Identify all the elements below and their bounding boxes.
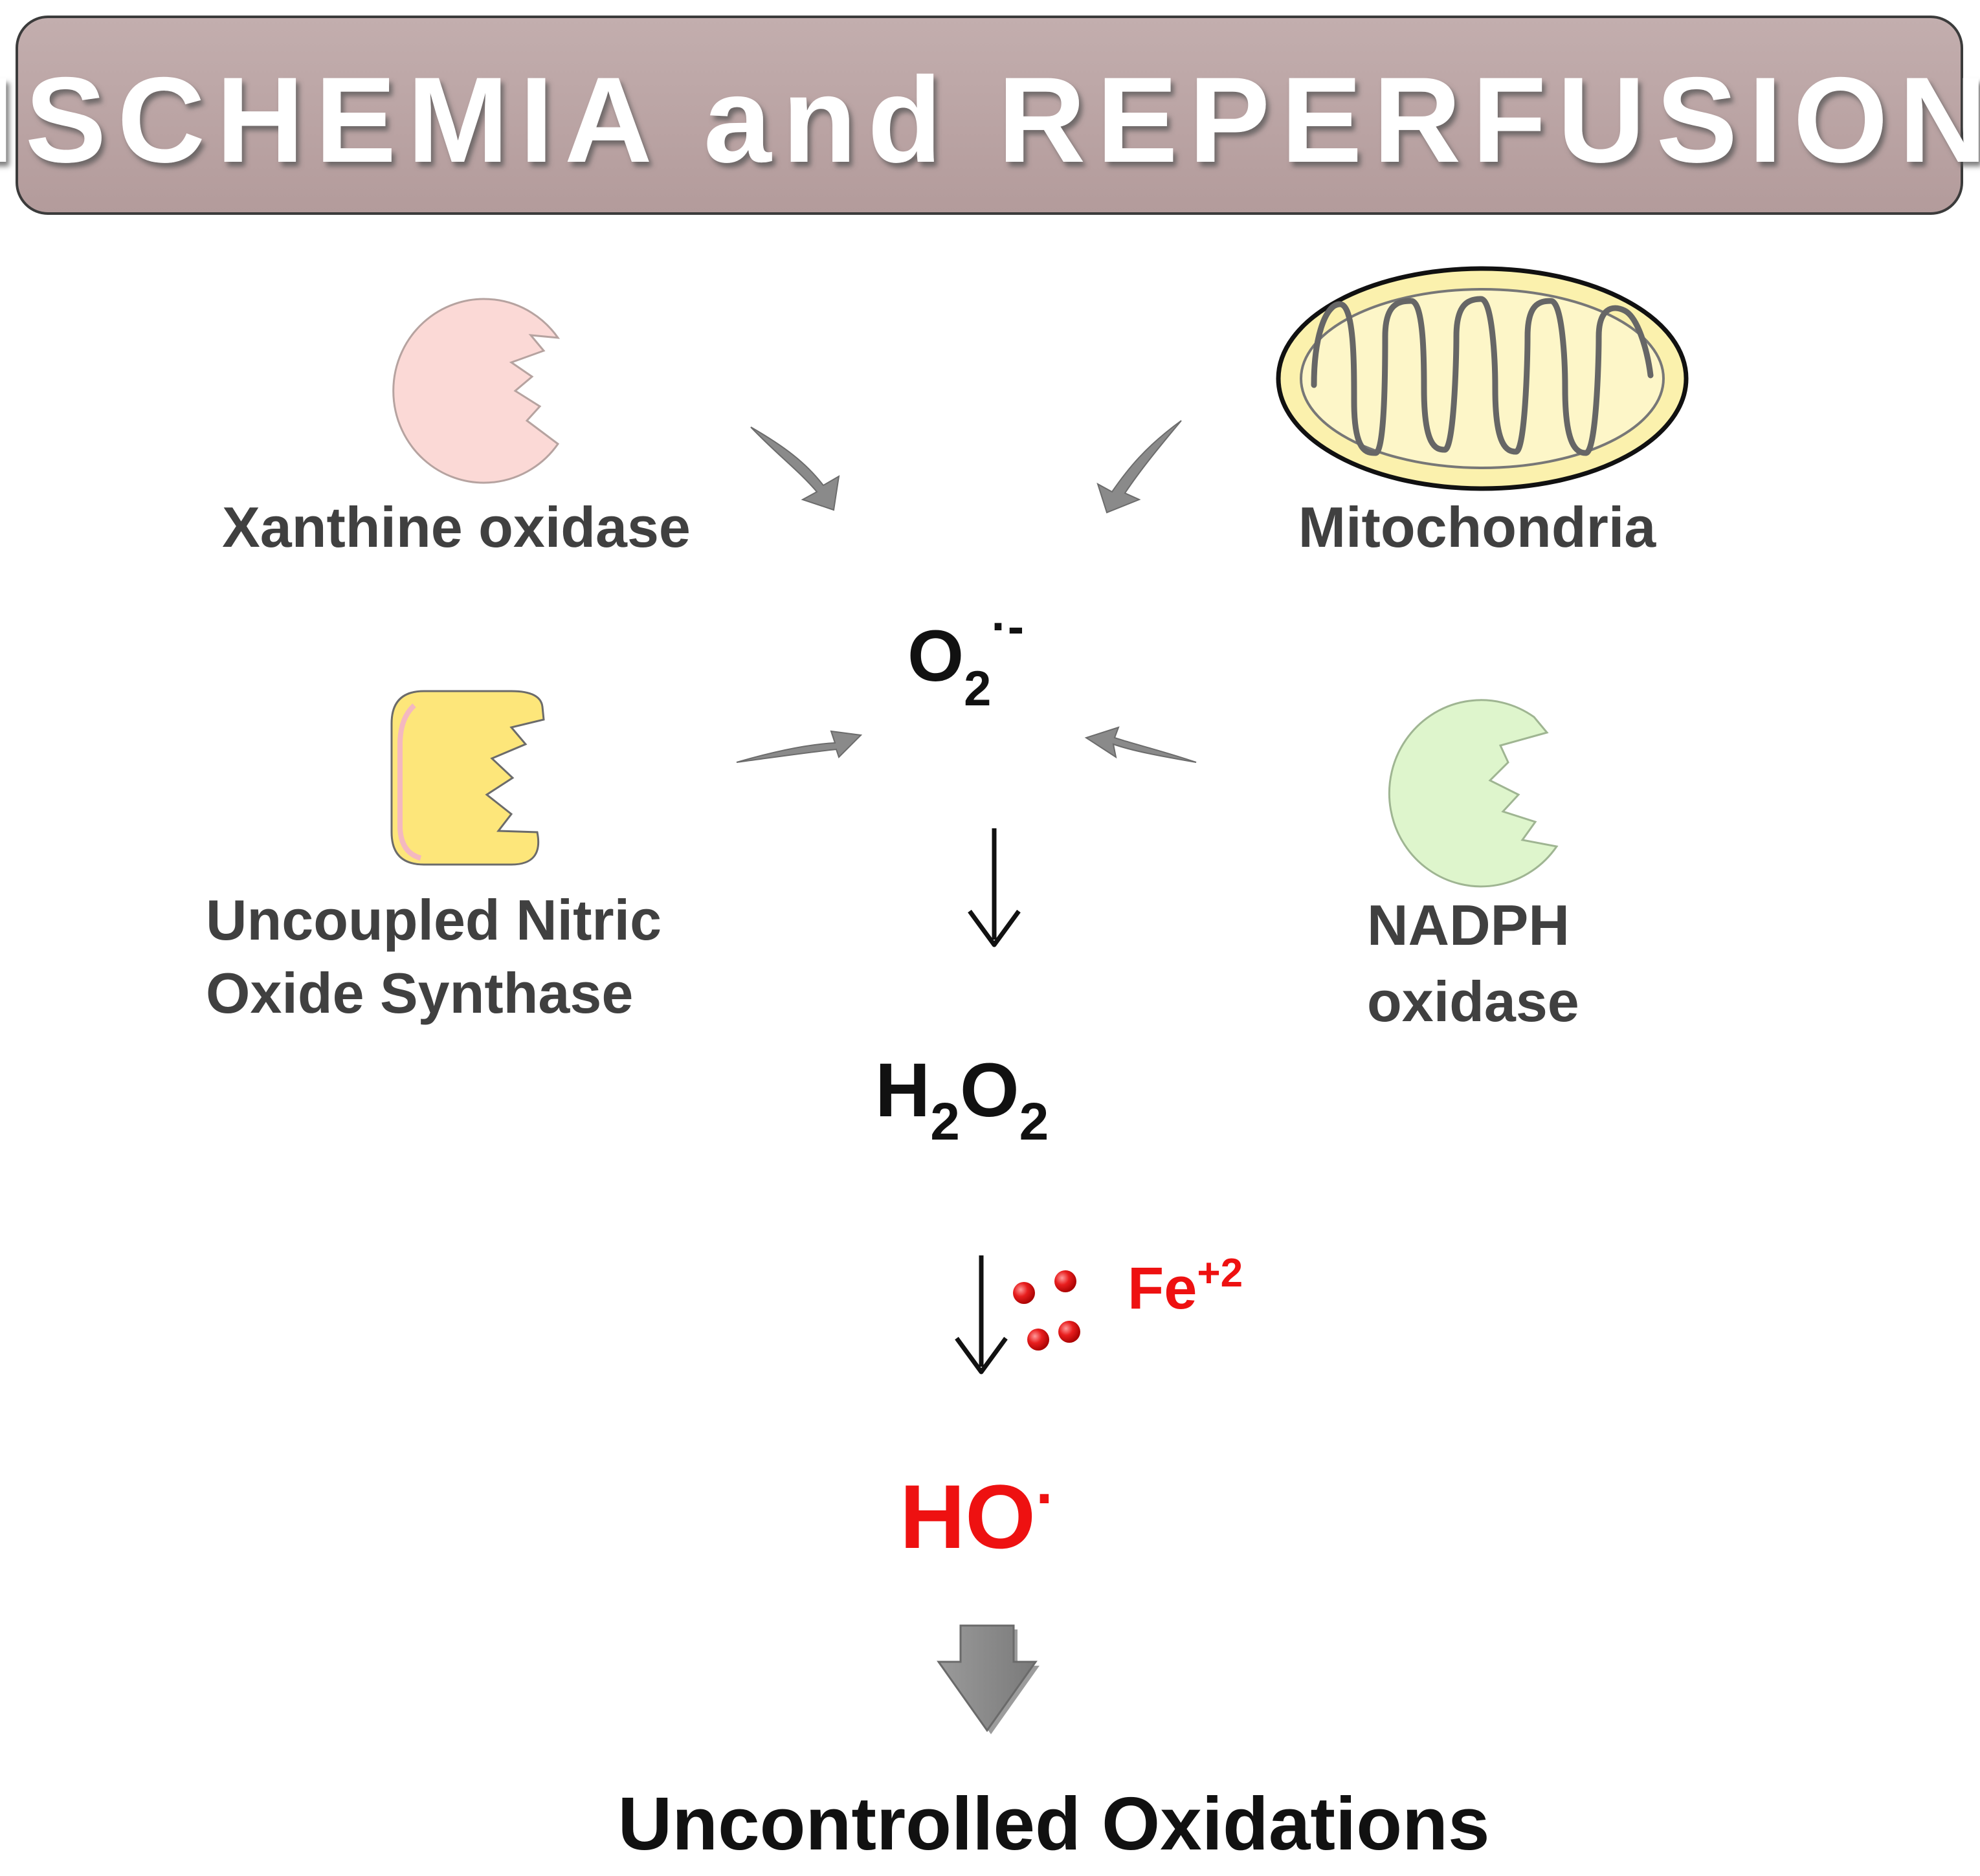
mitochondria-label: Mitochondria [1298,495,1656,559]
xanthine-oxidase-label: Xanthine oxidase [222,495,691,559]
page-title: ISCHEMIA and REPERFUSION [0,52,1980,188]
peroxide-sub2: 2 [1019,1092,1049,1151]
hydroxyl-radical-formula: HO· [900,1464,1056,1567]
iron-base: Fe [1128,1255,1197,1321]
mitochondria-icon [1276,266,1689,491]
arrow-peroxide-to-hydroxyl [955,1255,1008,1374]
banner-box [16,16,1963,215]
xanthine-oxidase-icon [392,298,561,484]
superoxide-formula: O2·- [907,599,1024,716]
arrow-nos-to-superoxide [736,730,863,763]
superoxide-superscript: ·- [991,599,1024,654]
iron-ions-icon [1013,1270,1080,1351]
nadph-label-line1: NADPH [1367,893,1570,957]
peroxide-h: H [875,1048,930,1133]
outcome-label: Uncontrolled Oxidations [618,1782,1490,1866]
iron-superscript: +2 [1197,1251,1243,1296]
superoxide-base: O [907,615,964,696]
nos-label-line1: Uncoupled Nitric [206,888,662,952]
peroxide-sub1: 2 [930,1092,960,1151]
arrow-nadph-to-superoxide [1084,726,1197,763]
nitric-oxide-synthase-icon [390,690,545,866]
superoxide-subscript: 2 [964,661,991,716]
arrow-superoxide-to-peroxide [968,828,1021,947]
hydroxyl-superscript: · [1036,1464,1056,1533]
hydroxyl-base: HO [900,1466,1036,1567]
big-down-arrow [937,1624,1040,1734]
peroxide-o: O [960,1048,1019,1133]
nos-label-line2: Oxide Synthase [206,961,633,1025]
iron-label: Fe+2 [1128,1251,1243,1321]
arrow-mitochondria-to-superoxide [1096,420,1182,514]
arrow-xanthine-to-superoxide [750,426,840,511]
nadph-oxidase-icon [1388,699,1559,888]
title-banner: ISCHEMIA and REPERFUSION [0,16,1980,215]
nadph-label-line2: oxidase [1367,969,1579,1033]
hydrogen-peroxide-formula: H2O2 [875,1048,1049,1151]
